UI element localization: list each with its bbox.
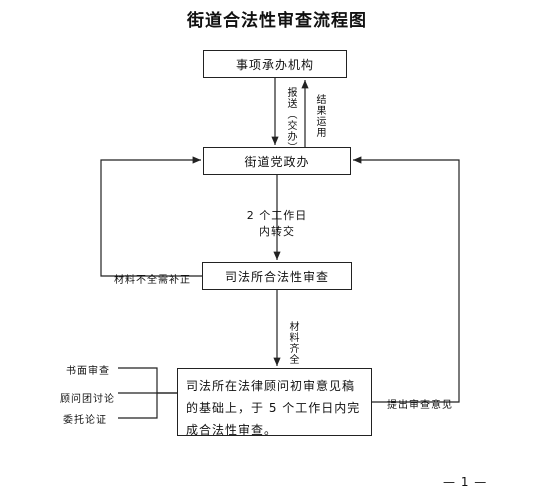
label-days: 2 个工作日 内转交 bbox=[0, 208, 554, 240]
page-number: — 1 — bbox=[443, 475, 488, 489]
method-advisor-discussion: 顾问团讨论 bbox=[60, 394, 115, 405]
label-days-line1: 2 个工作日 bbox=[246, 209, 308, 222]
label-report: 报送（交办） bbox=[285, 87, 296, 153]
loop-materials-missing bbox=[100, 156, 202, 277]
label-materials-ok: 材料齐全 bbox=[287, 321, 298, 365]
label-result: 结果运用 bbox=[314, 94, 325, 138]
label-days-line2: 内转交 bbox=[259, 225, 295, 238]
node-dept: 事项承办机构 bbox=[203, 50, 347, 78]
loop-submit-opinion bbox=[353, 156, 460, 403]
node-final-review: 司法所在法律顾问初审意见稿的基础上，于 5 个工作日内完成合法性审查。 bbox=[177, 368, 372, 437]
page-title: 街道合法性审查流程图 bbox=[187, 11, 367, 31]
node-office: 街道党政办 bbox=[203, 147, 351, 175]
label-materials-missing: 材料不全需补正 bbox=[114, 275, 191, 286]
method-written-review: 书面审查 bbox=[66, 366, 110, 377]
label-submit-opinion: 提出审查意见 bbox=[387, 400, 453, 411]
method-commissioned-study: 委托论证 bbox=[63, 415, 107, 426]
node-judicial-review: 司法所合法性审查 bbox=[202, 262, 352, 290]
